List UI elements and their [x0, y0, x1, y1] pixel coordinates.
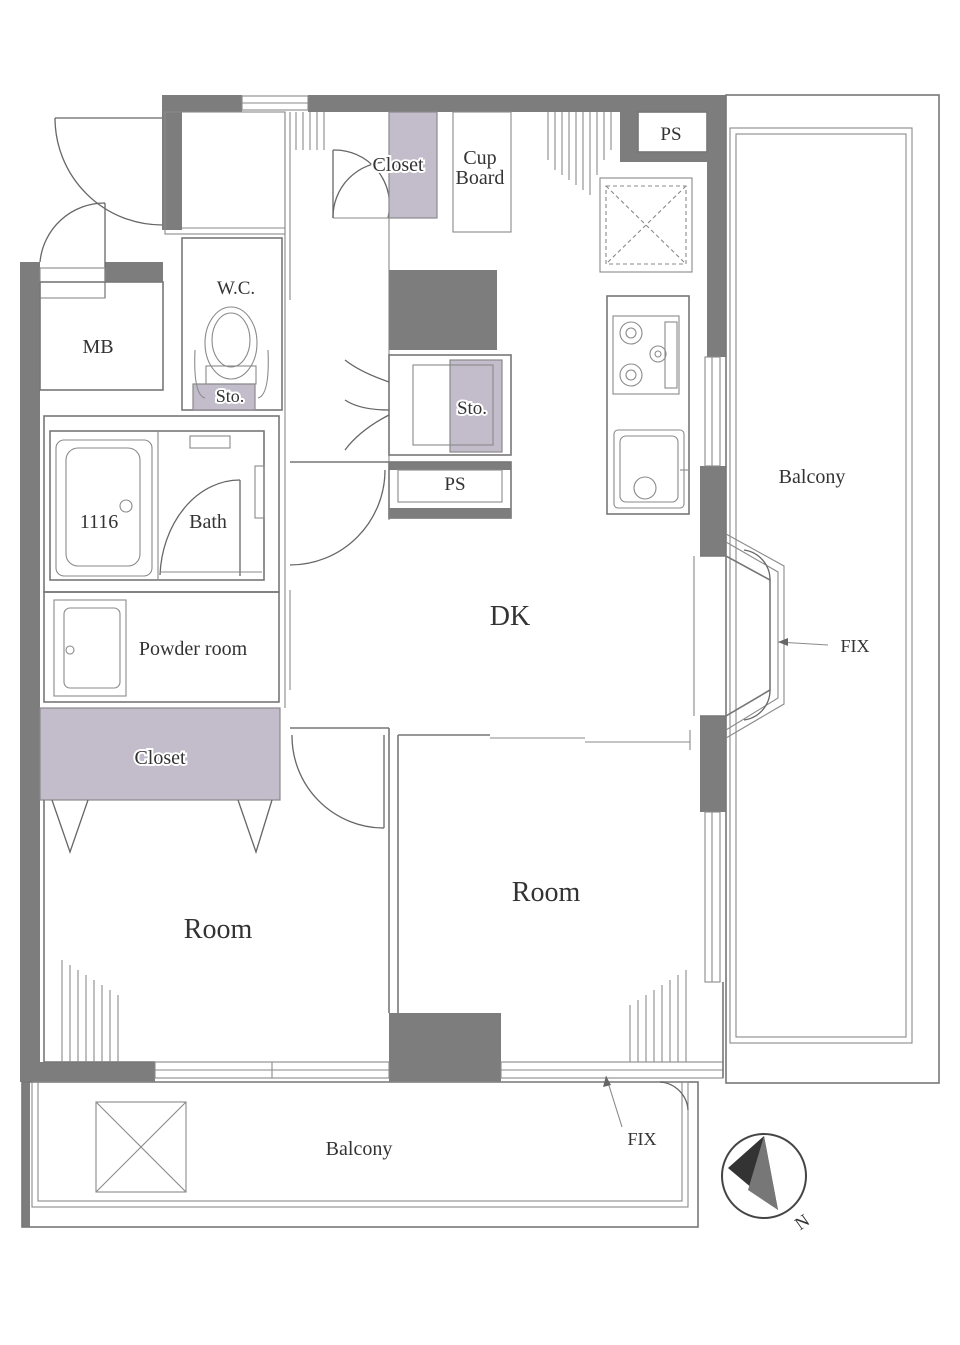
- entrance-area: [39, 111, 286, 391]
- bath-room: [43, 415, 280, 593]
- bathtub-icon: [55, 439, 153, 577]
- room-right-lines: [500, 970, 724, 1111]
- ps-top-box: [637, 111, 708, 153]
- label-cupboard-1: Cup: [463, 147, 496, 169]
- powder-room: [43, 591, 280, 703]
- balcony-bottom-area: [21, 1081, 699, 1228]
- toilet-icon: [194, 306, 269, 399]
- room-left-lines: [61, 960, 390, 1079]
- label-wc: W.C.: [217, 278, 255, 299]
- label-bath: Bath: [189, 511, 227, 533]
- kitchen-island: [344, 270, 512, 519]
- stove-icon: [612, 315, 680, 395]
- label-balcony-right: Balcony: [779, 466, 846, 488]
- room-walls: [43, 728, 691, 1063]
- label-cupboard-2: Board: [456, 167, 505, 189]
- top-window: [241, 95, 309, 111]
- kitchen-top-lines: [547, 112, 612, 195]
- kitchen-counter: [606, 295, 690, 515]
- compass-north-icon: [721, 1133, 807, 1219]
- label-sto-kitchen: Sto.: [457, 398, 487, 419]
- label-closet-left: Closet: [134, 747, 186, 769]
- cupboard: [452, 111, 512, 233]
- balcony-right-area: [725, 94, 940, 1084]
- label-fix-bottom: FIX: [627, 1129, 656, 1149]
- label-bath-number: 1116: [80, 511, 119, 533]
- label-powder-room: Powder room: [139, 638, 248, 660]
- bay-window: [693, 533, 785, 739]
- wc-room: [181, 237, 283, 411]
- exterior-walls: [20, 95, 726, 1227]
- label-sto-wc: Sto.: [216, 386, 245, 406]
- hall-dk-doors: [284, 410, 389, 829]
- label-room-left: Room: [184, 914, 253, 945]
- label-mb: MB: [82, 336, 113, 358]
- label-balcony-bottom: Balcony: [326, 1138, 393, 1160]
- closet-top: [388, 111, 438, 219]
- washbasin-icon: [53, 599, 127, 697]
- label-ps-mid: PS: [444, 474, 465, 495]
- label-closet-top: Closet: [372, 154, 424, 176]
- label-compass-n: N: [791, 1210, 813, 1234]
- fridge-space: [599, 177, 693, 273]
- right-wall-windows: [704, 356, 721, 983]
- closet-left-box: [39, 707, 281, 855]
- label-dk: DK: [490, 601, 530, 632]
- label-room-right: Room: [512, 877, 581, 908]
- sink-icon: [613, 429, 688, 509]
- fix-arrows: [603, 638, 829, 1128]
- label-ps-top: PS: [660, 124, 681, 145]
- label-fix-right: FIX: [840, 636, 869, 656]
